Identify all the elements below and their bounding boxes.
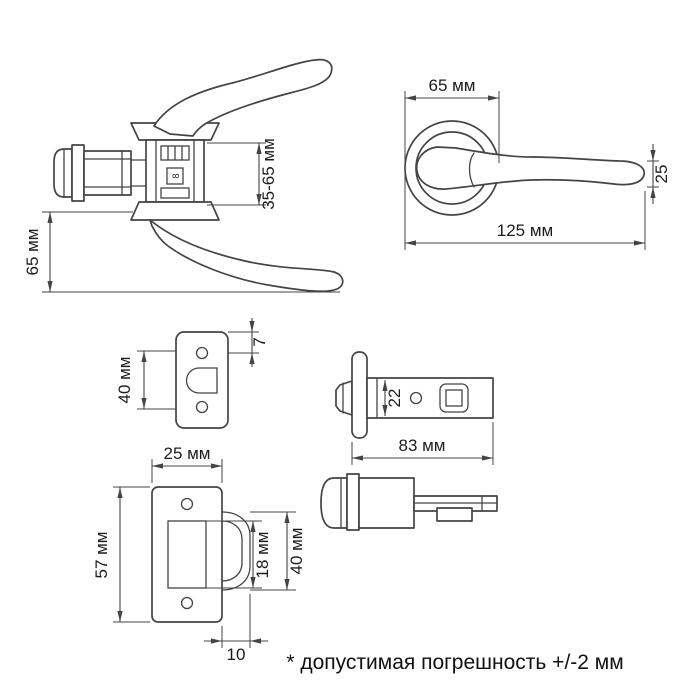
latch-cylinder	[320, 473, 498, 531]
dim-rosette-diameter: 65 мм	[404, 76, 500, 163]
spindle-size-label: 8	[171, 173, 181, 178]
latch-body	[366, 377, 494, 419]
shaft-slider-tab	[436, 507, 473, 522]
screw-block-bottom	[160, 187, 190, 199]
plate-outline	[175, 331, 229, 429]
spindle-square	[166, 167, 184, 185]
dim-lip-depth: 10	[204, 594, 268, 664]
plate-outline	[151, 486, 223, 623]
dim-plate-width: 25 мм	[151, 444, 223, 483]
dim-label-lever-height: 65 мм	[23, 228, 42, 275]
lip-inner	[221, 520, 243, 582]
screw-hole-top	[180, 497, 194, 511]
dim-hole-height: 18 мм	[206, 520, 272, 589]
latch-opening	[185, 367, 218, 394]
bolt-wedge	[335, 380, 353, 416]
latch-screw-hole	[409, 391, 423, 405]
dim-backset: 35-65 мм	[207, 138, 278, 210]
hub-bottom-flange	[130, 201, 220, 221]
dim-latch-length: 83 мм	[351, 422, 494, 465]
follower-barrel	[83, 150, 132, 196]
dim-label-latch-length: 83 мм	[398, 436, 445, 455]
dim-label-lip-depth: 10	[227, 645, 246, 664]
screw-hole-top	[195, 346, 209, 360]
dim-label-plate-width: 25 мм	[163, 444, 210, 463]
dim-label-backset: 35-65 мм	[259, 138, 278, 210]
dim-lever-height: 65 мм	[23, 211, 340, 293]
spindle-hole-inner	[445, 389, 463, 407]
dim-label-plate-height: 57 мм	[92, 531, 111, 578]
follower-ring	[71, 144, 85, 202]
strike-plate-small: 40 мм 7	[115, 318, 269, 429]
upper-lever	[153, 58, 333, 137]
dim-label-edge-offset: 7	[250, 337, 269, 346]
dim-hole-spacing: 40 мм	[115, 350, 176, 410]
lower-lever	[149, 219, 344, 293]
follower-cap	[53, 148, 73, 198]
cylinder-body	[358, 477, 415, 529]
dim-lever-thickness: 25	[647, 144, 671, 204]
dim-label-rosette: 65 мм	[428, 76, 475, 95]
latch-bolt-assembly: 22 83 мм	[335, 351, 494, 465]
dim-total-length-front: 125 мм	[404, 173, 646, 250]
handle-front-view: 65 мм 25 125 мм	[404, 76, 671, 250]
strike-plate-angled: 25 мм 57 мм 18 мм 40 мм	[92, 444, 306, 664]
dim-lip-height: 40 мм	[250, 511, 306, 591]
lever-neck-collar	[468, 152, 475, 188]
screw-hole-bottom	[180, 596, 194, 610]
screw-hole-bottom	[195, 400, 209, 414]
dim-plate-height: 57 мм	[92, 486, 150, 623]
latch-faceplate	[351, 351, 368, 439]
tolerance-note: * допустимая погрешность +/-2 мм	[286, 651, 623, 674]
dim-label-hole-spacing: 40 мм	[115, 356, 134, 403]
dim-label-body-height: 22	[385, 389, 404, 408]
dim-edge-offset: 7	[228, 318, 269, 367]
cylinder-cap	[320, 477, 348, 529]
cylinder-ring	[346, 473, 360, 531]
latch-opening	[167, 520, 207, 589]
lever-arm	[415, 146, 646, 190]
dim-body-height: 22	[382, 380, 404, 416]
lip-outer	[221, 511, 251, 591]
spindle-hole-outer	[439, 383, 469, 413]
dim-label-hole-height: 18 мм	[253, 531, 272, 578]
dim-label-thickness: 25	[652, 165, 671, 184]
dim-label-lip-height: 40 мм	[287, 527, 306, 574]
handle-side-view: 8 35-65 мм 65 мм	[23, 58, 344, 293]
dim-label-total-length: 125 мм	[497, 221, 553, 240]
